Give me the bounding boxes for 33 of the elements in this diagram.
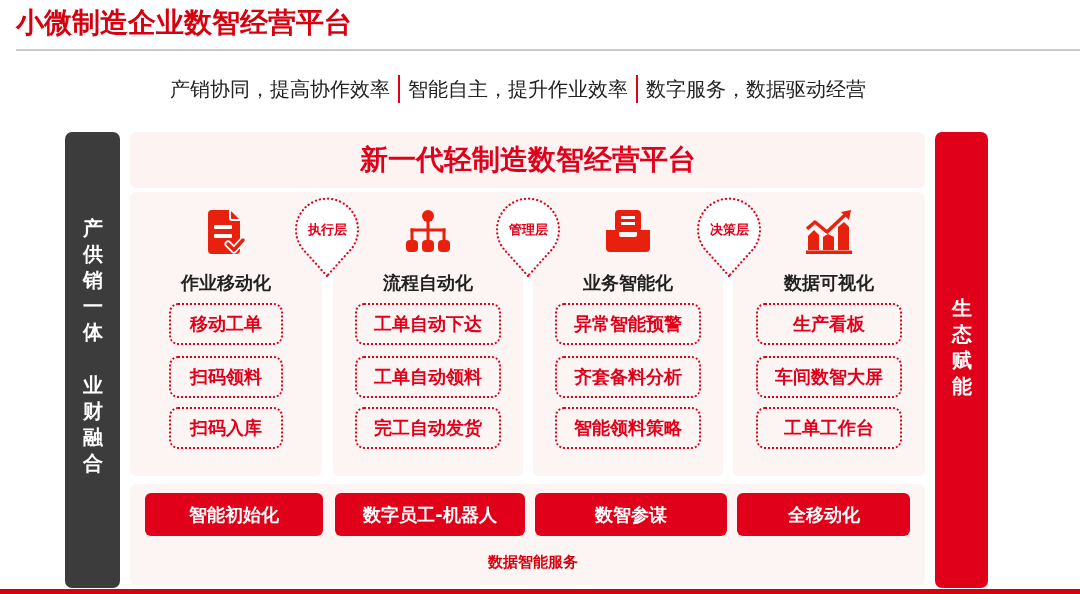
vertical-text: 业财融合: [81, 372, 104, 476]
service-button: 智能初始化: [145, 493, 323, 536]
side-bar: [65, 132, 120, 588]
service-panel: [130, 484, 925, 585]
service-button: 数字员工-机器人: [335, 493, 525, 536]
feature-box: 异常智能预警: [555, 303, 701, 345]
feature-box: 工单自动领料: [355, 356, 501, 398]
column-heading: 作业移动化: [181, 271, 271, 295]
slogan-text: 智能自主，提升作业效率: [408, 76, 628, 102]
side-bar: [935, 132, 988, 588]
panel-caption: 数据智能服务: [488, 552, 578, 572]
service-button: 数智参谋: [535, 493, 727, 536]
feature-box: 工单工作台: [756, 407, 902, 449]
feature-box: 扫码入库: [169, 407, 283, 449]
slogan-text: 产销协同，提高协作效率: [170, 76, 390, 102]
slogan-text: 数字服务，数据驱动经营: [646, 76, 866, 102]
service-button: 全移动化: [737, 493, 910, 536]
feature-box: 智能领料策略: [555, 407, 701, 449]
feature-box: 车间数智大屏: [756, 356, 902, 398]
feature-box: 工单自动下达: [355, 303, 501, 345]
column-heading: 业务智能化: [583, 271, 673, 295]
vertical-text: 生态赋能: [950, 295, 973, 399]
feature-box: 生产看板: [756, 303, 902, 345]
header-band: 新一代轻制造数智经营平台: [130, 132, 925, 188]
feature-box: 扫码领料: [169, 356, 283, 398]
column-heading: 流程自动化: [383, 271, 473, 295]
feature-box: 移动工单: [169, 303, 283, 345]
feature-box: 齐套备料分析: [555, 356, 701, 398]
page-title: 小微制造企业数智经营平台: [16, 6, 352, 40]
feature-box: 完工自动发货: [355, 407, 501, 449]
vertical-text: 产供销一体: [81, 215, 104, 345]
column-heading: 数据可视化: [784, 271, 874, 295]
column-panel: [533, 192, 723, 476]
